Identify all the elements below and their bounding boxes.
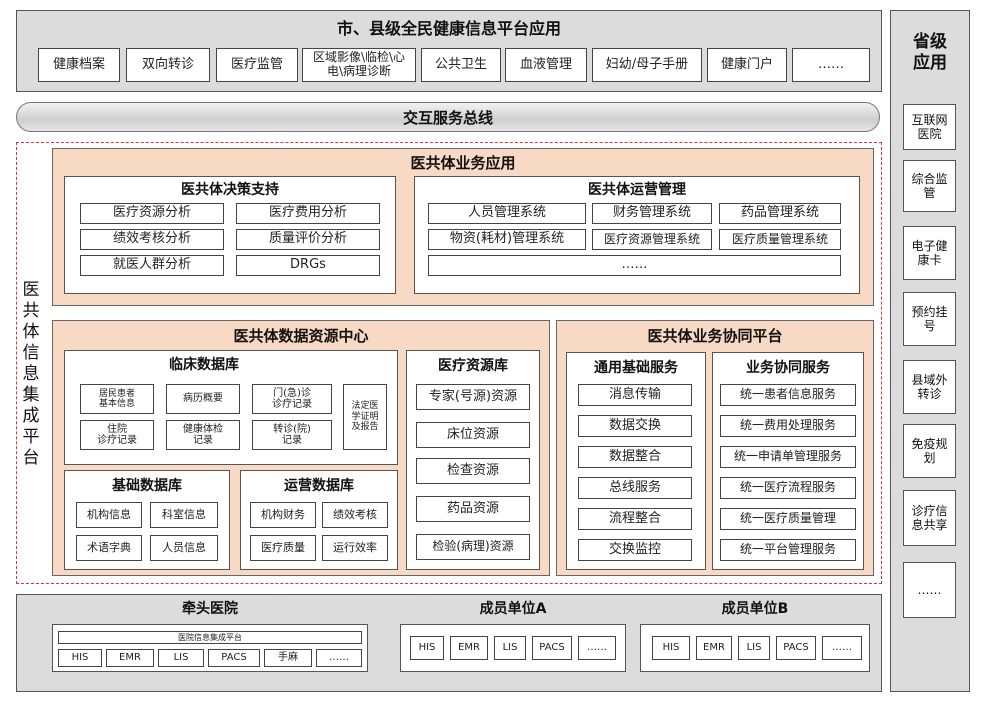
provincial-item-supervision: 综合监管: [903, 160, 956, 212]
resource-item-lab: 检验(病理)资源: [416, 534, 530, 560]
ops-item-quality: 医疗质量: [250, 535, 316, 561]
member-a-item-pacs: PACS: [532, 636, 572, 660]
city-county-platform-title: 市、县级全民健康信息平台应用: [336, 19, 561, 38]
decision-item-drgs: DRGs: [236, 255, 380, 276]
top-item-public-health: 公共卫生: [421, 48, 501, 82]
lead-item-more: ……: [316, 649, 362, 667]
provincial-item-appointment: 预约挂号: [903, 292, 956, 346]
collab-platform-title: 医共体业务协同平台: [647, 327, 783, 345]
operation-item-supplies: 物资(耗材)管理系统: [428, 229, 586, 250]
top-item-regional-diagnosis: 区域影像\临检\心电\病理诊断: [302, 48, 416, 82]
top-item-maternal: 妇幼/母子手册: [592, 48, 702, 82]
clinical-item-record-summary: 病历概要: [166, 384, 240, 414]
business-apps-title: 医共体业务应用: [410, 154, 516, 172]
provincial-item-immunization: 免疫规划: [903, 424, 956, 478]
service-item-quality: 统一医疗质量管理: [720, 508, 856, 530]
operation-item-more: ……: [428, 255, 841, 276]
operation-item-hr: 人员管理系统: [428, 203, 586, 224]
lead-hospital-title: 牵头医院: [182, 601, 238, 617]
decision-item-performance: 绩效考核分析: [80, 229, 224, 250]
top-item-supervision: 医疗监管: [216, 48, 298, 82]
member-b-title: 成员单位B: [721, 601, 789, 617]
service-item-billing: 统一费用处理服务: [720, 415, 856, 437]
clinical-item-outpatient: 门(急)诊 诊疗记录: [252, 384, 332, 414]
member-a-title: 成员单位A: [479, 601, 547, 617]
provincial-apps-title: 省级 应用: [913, 32, 947, 73]
ops-item-finance: 机构财务: [250, 502, 316, 528]
operation-mgmt-title: 医共体运营管理: [588, 182, 686, 198]
provincial-item-out-county-referral: 县域外转诊: [903, 360, 956, 414]
top-item-more: ……: [792, 48, 870, 82]
provincial-item-info-sharing: 诊疗信息共享: [903, 490, 956, 546]
general-item-bus: 总线服务: [578, 477, 692, 499]
service-item-requisition: 统一申请单管理服务: [720, 446, 856, 468]
provincial-item-internet-hospital: 互联网医院: [903, 104, 956, 150]
lead-item-pacs: PACS: [208, 649, 260, 667]
decision-item-resource: 医疗资源分析: [80, 203, 224, 224]
integration-platform-boundary: [16, 142, 882, 584]
provincial-item-more: ……: [903, 562, 956, 618]
lead-integration-platform: 医院信息集成平台: [58, 631, 362, 644]
general-item-workflow: 流程整合: [578, 508, 692, 530]
top-item-blood: 血液管理: [505, 48, 587, 82]
decision-item-quality: 质量评价分析: [236, 229, 380, 250]
service-item-workflow: 统一医疗流程服务: [720, 477, 856, 499]
member-a-item-his: HIS: [410, 636, 444, 660]
ops-item-efficiency: 运行效率: [322, 535, 388, 561]
collab-service-title: 业务协同服务: [746, 360, 830, 376]
lead-item-his: HIS: [58, 649, 102, 667]
general-item-messaging: 消息传输: [578, 384, 692, 406]
service-item-patient: 统一患者信息服务: [720, 384, 856, 406]
basic-item-staff: 人员信息: [150, 535, 218, 561]
clinical-item-inpatient: 住院 诊疗记录: [80, 420, 154, 450]
provincial-item-health-card: 电子健康卡: [903, 226, 956, 280]
member-b-item-his: HIS: [652, 636, 690, 660]
general-item-monitor: 交换监控: [578, 539, 692, 561]
top-item-health-portal: 健康门户: [707, 48, 787, 82]
operation-item-pharmacy: 药品管理系统: [719, 203, 841, 224]
data-center-title: 医共体数据资源中心: [233, 327, 369, 345]
basic-db-title: 基础数据库: [112, 478, 182, 494]
top-item-referral: 双向转诊: [126, 48, 210, 82]
basic-item-org: 机构信息: [76, 502, 142, 528]
resource-item-drugs: 药品资源: [416, 496, 530, 522]
service-item-platform: 统一平台管理服务: [720, 539, 856, 561]
resource-item-beds: 床位资源: [416, 422, 530, 448]
resource-item-experts: 专家(号源)资源: [416, 384, 530, 410]
top-item-health-record: 健康档案: [38, 48, 120, 82]
operation-item-med-quality: 医疗质量管理系统: [719, 229, 841, 250]
lead-item-lis: LIS: [158, 649, 204, 667]
member-b-item-more: ……: [822, 636, 862, 660]
ops-item-performance: 绩效考核: [322, 502, 388, 528]
operation-item-finance: 财务管理系统: [592, 203, 712, 224]
clinical-item-legal-cert: 法定医 学证明 及报告: [343, 384, 387, 450]
basic-item-dept: 科室信息: [150, 502, 218, 528]
member-a-item-more: ……: [578, 636, 616, 660]
member-a-item-emr: EMR: [450, 636, 488, 660]
clinical-item-checkup: 健康体检 记录: [166, 420, 240, 450]
resource-db-title: 医疗资源库: [438, 358, 508, 374]
clinical-item-transfer: 转诊(院) 记录: [252, 420, 332, 450]
general-service-title: 通用基础服务: [594, 360, 678, 376]
interaction-service-bus: 交互服务总线: [16, 102, 880, 132]
decision-support-title: 医共体决策支持: [181, 182, 279, 198]
decision-item-population: 就医人群分析: [80, 255, 224, 276]
general-item-exchange: 数据交换: [578, 415, 692, 437]
general-item-integration: 数据整合: [578, 446, 692, 468]
resource-item-exams: 检查资源: [416, 458, 530, 484]
decision-item-cost: 医疗费用分析: [236, 203, 380, 224]
integration-platform-label: 医共体信息集成平台: [22, 280, 40, 468]
operation-item-med-resource: 医疗资源管理系统: [592, 229, 712, 250]
ops-db-title: 运营数据库: [284, 478, 354, 494]
member-a-item-lis: LIS: [494, 636, 526, 660]
lead-item-emr: EMR: [106, 649, 154, 667]
clinical-db-title: 临床数据库: [169, 357, 239, 373]
member-b-item-emr: EMR: [696, 636, 732, 660]
basic-item-terms: 术语字典: [76, 535, 142, 561]
clinical-item-basic-info: 居民患者 基本信息: [80, 384, 154, 414]
member-b-item-pacs: PACS: [776, 636, 816, 660]
lead-item-anesthesia: 手麻: [264, 649, 312, 667]
member-b-item-lis: LIS: [738, 636, 770, 660]
